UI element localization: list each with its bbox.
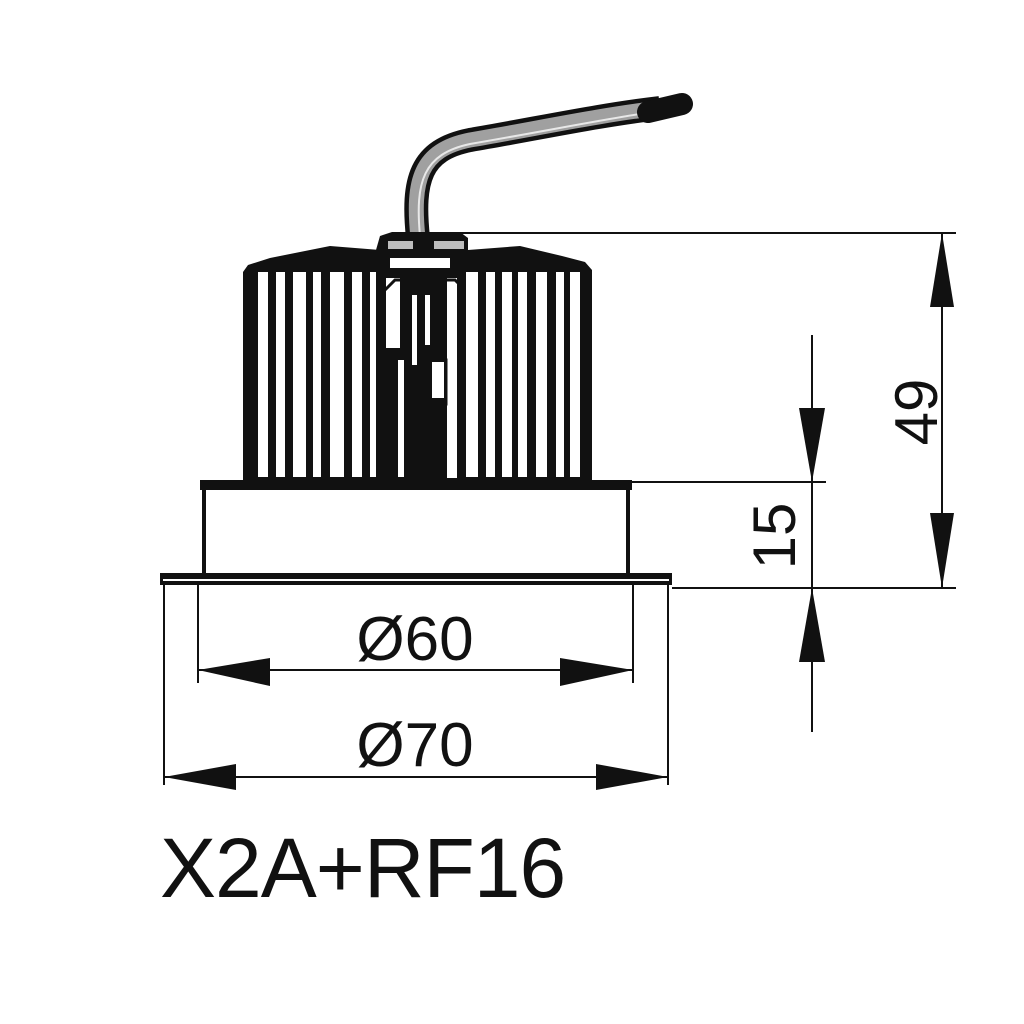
heatsink [243,246,592,482]
cable [404,93,693,240]
extension-lines [163,232,956,785]
dimension-15-label: 15 [741,503,808,570]
dimension-49-label: 49 [883,379,950,446]
flange [160,573,672,585]
trim-body [200,480,632,575]
dimension-diameter-60-label: Ø60 [356,605,473,674]
dimension-15: 15 [741,335,825,732]
model-name: X2A+RF16 [160,821,566,915]
dimension-diameter-70: Ø70 [164,711,668,790]
dimension-49: 49 [883,233,954,588]
dimension-diameter-60: Ø60 [198,605,633,686]
dimension-diameter-70-label: Ø70 [356,711,473,780]
cable-gland [376,232,468,250]
